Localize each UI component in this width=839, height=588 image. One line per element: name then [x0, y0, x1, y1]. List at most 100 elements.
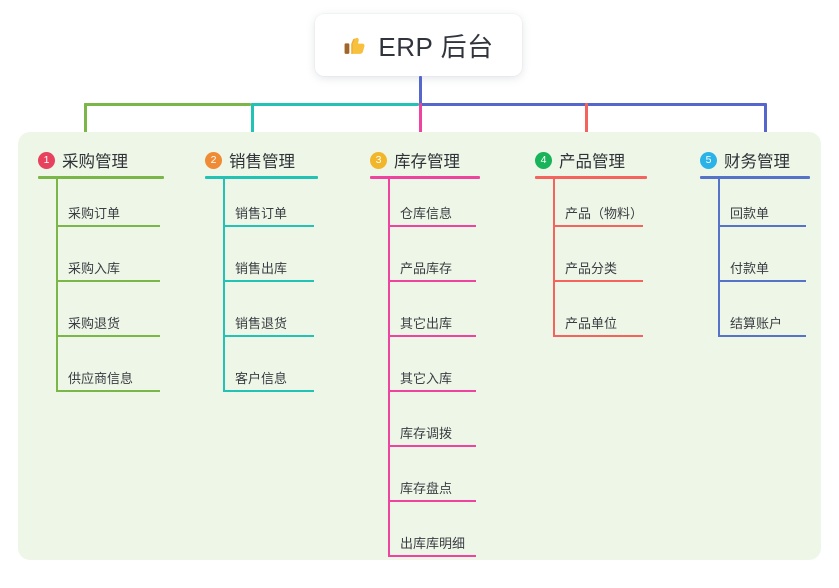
list-item-label: 采购订单: [68, 206, 121, 221]
column-header[interactable]: 5 财务管理: [700, 148, 790, 172]
column-2: 2 销售管理 销售订单 销售出库 销售退货 客户信息: [205, 0, 358, 588]
list-item-label: 出库库明细: [400, 536, 466, 551]
column-header[interactable]: 2 销售管理: [205, 148, 295, 172]
column-header[interactable]: 4 产品管理: [535, 148, 625, 172]
connector-drop-line: [84, 103, 87, 143]
root-title: ERP 后台: [378, 31, 494, 62]
list-item-rule: [388, 225, 476, 227]
list-item-label: 客户信息: [235, 371, 288, 386]
list-item-rule: [718, 225, 806, 227]
list-item-rule: [388, 390, 476, 392]
column-trunk-line: [223, 179, 225, 392]
list-item[interactable]: 产品分类: [535, 258, 667, 282]
list-item[interactable]: 其它出库: [370, 313, 500, 337]
list-item-label: 产品分类: [565, 261, 618, 276]
list-item-rule: [718, 280, 806, 282]
list-item-rule: [223, 225, 314, 227]
list-item-rule: [553, 335, 643, 337]
list-item-label: 销售退货: [235, 316, 288, 331]
list-item[interactable]: 结算账户: [700, 313, 830, 337]
list-item-rule: [56, 280, 160, 282]
list-item-rule: [388, 280, 476, 282]
column-trunk-line: [718, 179, 720, 337]
list-item-rule: [388, 500, 476, 502]
list-item-label: 付款单: [730, 261, 770, 276]
thumbs-up-icon: [344, 37, 365, 54]
list-item-label: 产品（物料）: [565, 206, 644, 221]
list-item[interactable]: 仓库信息: [370, 203, 500, 227]
column-4: 4 产品管理 产品（物料） 产品分类 产品单位: [535, 0, 687, 588]
column-header[interactable]: 1 采购管理: [38, 148, 128, 172]
list-item[interactable]: 产品库存: [370, 258, 500, 282]
list-item[interactable]: 回款单: [700, 203, 830, 227]
list-item-rule: [56, 390, 160, 392]
list-item-label: 其它入库: [400, 371, 453, 386]
column-header[interactable]: 3 库存管理: [370, 148, 460, 172]
list-item[interactable]: 库存盘点: [370, 478, 500, 502]
column-number-badge: 1: [38, 151, 55, 169]
column-trunk-line: [388, 179, 390, 557]
root-node-card[interactable]: ERP 后台: [315, 14, 522, 76]
list-item-rule: [56, 335, 160, 337]
column-title: 财务管理: [724, 153, 790, 171]
root-stem-line: [419, 76, 422, 105]
column-5: 5 财务管理 回款单 付款单 结算账户: [700, 0, 839, 588]
column-header-rule: [205, 176, 318, 179]
column-header-rule: [370, 176, 480, 179]
column-header-rule: [700, 176, 810, 179]
column-number-badge: 2: [205, 151, 222, 169]
column-title: 产品管理: [559, 153, 625, 171]
list-item-rule: [388, 445, 476, 447]
connector-drop-line: [251, 103, 254, 143]
list-item[interactable]: 出库库明细: [370, 533, 500, 557]
list-item[interactable]: 其它入库: [370, 368, 500, 392]
list-item-label: 仓库信息: [400, 206, 453, 221]
column-number-badge: 3: [370, 151, 387, 169]
list-item-label: 销售出库: [235, 261, 288, 276]
list-item-label: 库存盘点: [400, 481, 453, 496]
connector-bar-segment: [419, 103, 766, 106]
list-item-label: 结算账户: [730, 316, 783, 331]
column-trunk-line: [56, 179, 58, 392]
list-item[interactable]: 采购订单: [38, 203, 184, 227]
column-title: 销售管理: [229, 153, 295, 171]
list-item[interactable]: 产品（物料）: [535, 203, 667, 227]
list-item[interactable]: 销售出库: [205, 258, 338, 282]
list-item-rule: [553, 225, 643, 227]
list-item[interactable]: 采购退货: [38, 313, 184, 337]
list-item-rule: [56, 225, 160, 227]
list-item-label: 供应商信息: [68, 371, 134, 386]
column-title: 库存管理: [394, 153, 460, 171]
column-1: 1 采购管理 采购订单 采购入库 采购退货 供应商信息: [38, 0, 204, 588]
list-item[interactable]: 销售退货: [205, 313, 338, 337]
column-number-badge: 5: [700, 151, 717, 169]
list-item[interactable]: 库存调拨: [370, 423, 500, 447]
list-item-label: 其它出库: [400, 316, 453, 331]
list-item-rule: [223, 335, 314, 337]
column-header-rule: [38, 176, 164, 179]
list-item[interactable]: 客户信息: [205, 368, 338, 392]
list-item[interactable]: 供应商信息: [38, 368, 184, 392]
list-item-label: 产品单位: [565, 316, 618, 331]
column-title: 采购管理: [62, 153, 128, 171]
list-item-rule: [388, 555, 476, 557]
connector-drop-line: [419, 103, 422, 143]
diagram-panel: [18, 132, 821, 560]
list-item-label: 采购入库: [68, 261, 121, 276]
list-item-rule: [223, 390, 314, 392]
list-item[interactable]: 销售订单: [205, 203, 338, 227]
list-item[interactable]: 产品单位: [535, 313, 667, 337]
connector-drop-line: [585, 103, 588, 143]
list-item[interactable]: 采购入库: [38, 258, 184, 282]
column-trunk-line: [553, 179, 555, 337]
list-item[interactable]: 付款单: [700, 258, 830, 282]
list-item-rule: [223, 280, 314, 282]
list-item-label: 产品库存: [400, 261, 453, 276]
column-header-rule: [535, 176, 647, 179]
column-number-badge: 4: [535, 151, 552, 169]
connector-bar-segment: [251, 103, 419, 106]
connector-bar-segment: [84, 103, 251, 106]
list-item-label: 库存调拨: [400, 426, 453, 441]
list-item-label: 采购退货: [68, 316, 121, 331]
